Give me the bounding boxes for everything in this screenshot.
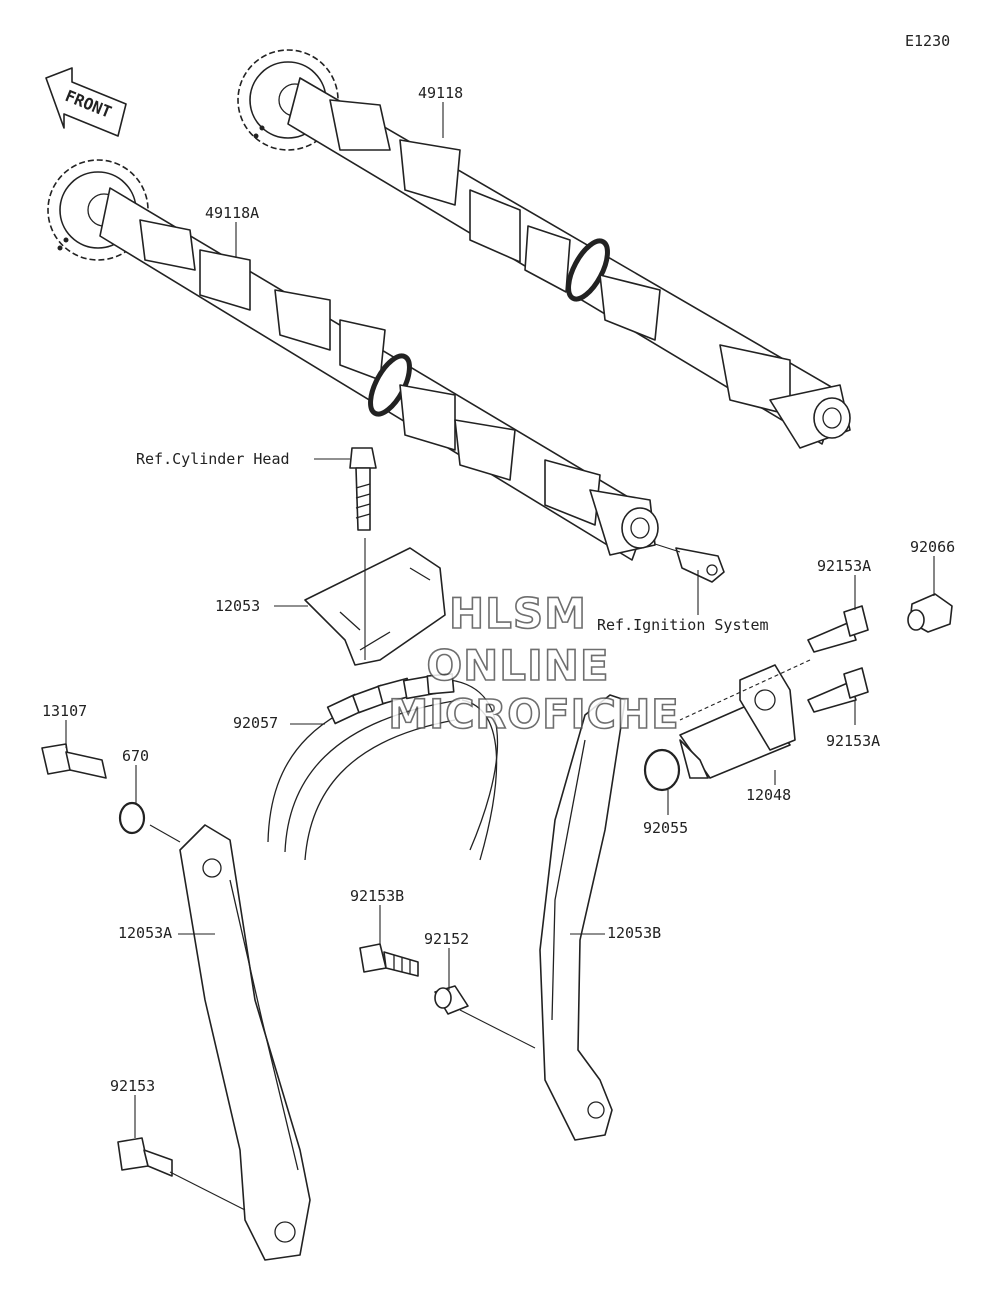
watermark-line-3: MICROFICHE xyxy=(388,692,679,738)
camshaft-49118A xyxy=(47,159,659,561)
label-12053A: 12053A xyxy=(118,924,172,942)
watermark-line-2: ONLINE xyxy=(426,641,609,690)
label-92153: 92153 xyxy=(110,1077,155,1095)
bolt-92153B xyxy=(359,943,419,977)
watermark: HLSM ONLINE MICROFICHE xyxy=(388,588,680,739)
label-13107: 13107 xyxy=(42,702,87,720)
leader-lines xyxy=(65,102,935,1211)
plug-92066 xyxy=(907,593,953,633)
timing-chain-92057 xyxy=(267,673,499,861)
front-arrow-icon: FRONT xyxy=(45,67,127,137)
ignition-rotor-piece xyxy=(675,547,725,583)
bolt-92153 xyxy=(117,1137,173,1177)
label-92055: 92055 xyxy=(643,819,688,837)
label-670: 670 xyxy=(122,747,149,765)
label-ref-ignition-system: Ref.Ignition System xyxy=(597,616,769,634)
o-ring-670 xyxy=(118,801,146,835)
bolt-92153A-bottom xyxy=(807,667,869,713)
bolt-13107 xyxy=(41,743,107,779)
label-12053B: 12053B xyxy=(607,924,661,942)
label-92153A-top: 92153A xyxy=(817,557,871,575)
label-92152: 92152 xyxy=(424,930,469,948)
label-92153B: 92153B xyxy=(350,887,404,905)
o-ring-92055 xyxy=(643,748,681,792)
collar-92152 xyxy=(434,985,469,1015)
chain-guide-12053A xyxy=(179,824,311,1261)
tensioner-12048 xyxy=(679,664,796,779)
label-12053: 12053 xyxy=(215,597,260,615)
bolt-92153A-top xyxy=(807,605,869,653)
label-49118: 49118 xyxy=(418,84,463,102)
chain-guide-12053 xyxy=(304,547,446,666)
label-12048: 12048 xyxy=(746,786,791,804)
label-92066: 92066 xyxy=(910,538,955,556)
cylinder-head-bolt xyxy=(349,447,377,531)
camshaft-49118 xyxy=(237,49,851,449)
label-49118A: 49118A xyxy=(205,204,259,222)
watermark-line-1: HLSM xyxy=(449,589,587,638)
chain-guide-12053B xyxy=(539,694,626,1141)
label-ref-cylinder-head: Ref.Cylinder Head xyxy=(136,450,290,468)
label-92153A-bottom: 92153A xyxy=(826,732,880,750)
label-92057: 92057 xyxy=(233,714,278,732)
diagram-code: E1230 xyxy=(905,32,950,50)
